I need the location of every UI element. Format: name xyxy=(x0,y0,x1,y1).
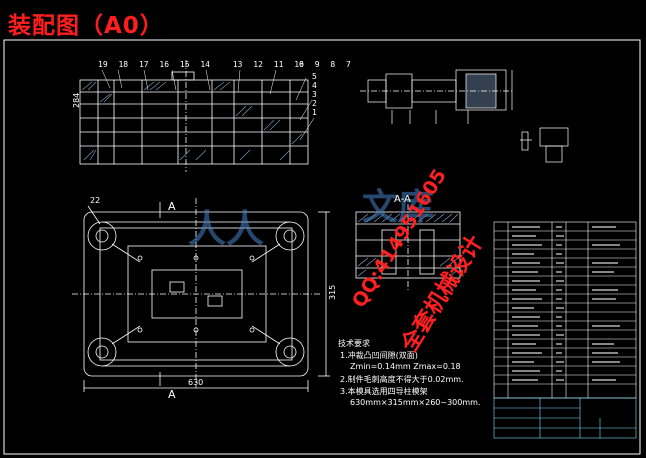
part-number: 14 xyxy=(200,60,210,69)
part-number: 13 xyxy=(232,60,243,69)
tech-line-3b: 630mm×315mm×260~300mm. xyxy=(350,398,481,407)
part-number: 11 xyxy=(273,60,284,69)
plan-view xyxy=(72,198,330,392)
part-leaders xyxy=(101,69,315,141)
tech-line-2: 2.制件毛刺高度不得大于0.02mm. xyxy=(340,375,464,384)
tech-line-3: 3.本模具选用四导柱模架 xyxy=(340,387,428,396)
part-number: 19 xyxy=(98,60,108,69)
part-number: 12 xyxy=(253,60,263,69)
part-detail-views xyxy=(360,69,569,163)
watermark-logo-text: 人人 xyxy=(188,207,265,251)
dimension-315: 315 xyxy=(328,284,337,300)
part-number-labels: 19 18 17 16 15 14 13 12 11 10 9 8 7 xyxy=(98,60,351,69)
tech-line-1b: Zmin=0.14mm Zmax=0.18 xyxy=(350,362,461,371)
part-number: 4 xyxy=(312,81,317,90)
part-number: 2 xyxy=(312,99,317,108)
part-number: 5 xyxy=(312,72,317,81)
dimension-284: 284 xyxy=(72,92,81,108)
bom-text-strokes xyxy=(512,226,620,381)
dimension-22: 22 xyxy=(90,196,101,205)
drawing-frame xyxy=(3,39,641,455)
part-number: 17 xyxy=(138,60,149,69)
section-aa-label: A-A xyxy=(394,194,411,205)
tech-line-1: 1.冲裁凸凹间隙(双面) xyxy=(340,351,418,360)
part-number: 15 xyxy=(179,60,190,69)
dimension-630: 630 xyxy=(188,378,204,387)
part-number: 7 xyxy=(346,60,351,69)
part-number: 3 xyxy=(312,90,317,99)
drawing-title: 装配图（A0） xyxy=(8,13,164,39)
bom-table xyxy=(493,221,637,399)
section-aa-view xyxy=(355,204,461,290)
front-section-view xyxy=(79,60,309,172)
part-number: 9 xyxy=(314,60,320,69)
watermark-logo-text-2: 文库 xyxy=(362,187,435,228)
section-marker-a-top: A xyxy=(168,200,176,213)
front-section-hatch xyxy=(81,81,303,161)
part-number: 18 xyxy=(118,60,129,69)
tech-heading: 技术要求 xyxy=(338,339,370,348)
section-marker-a-bottom: A xyxy=(168,388,176,401)
watermark-logo-2: 文库 xyxy=(362,178,434,230)
section-aa-hatch xyxy=(357,213,459,277)
part-number: 10 xyxy=(294,60,304,69)
part-number: 16 xyxy=(159,60,170,69)
part-number: 8 xyxy=(330,60,336,69)
title-block xyxy=(493,397,637,439)
watermark-logo: 人人 xyxy=(188,198,264,253)
part-number-column: 5 4 3 2 1 xyxy=(312,72,320,117)
part-number: 6 xyxy=(299,60,304,69)
part-number: 1 xyxy=(312,108,317,117)
